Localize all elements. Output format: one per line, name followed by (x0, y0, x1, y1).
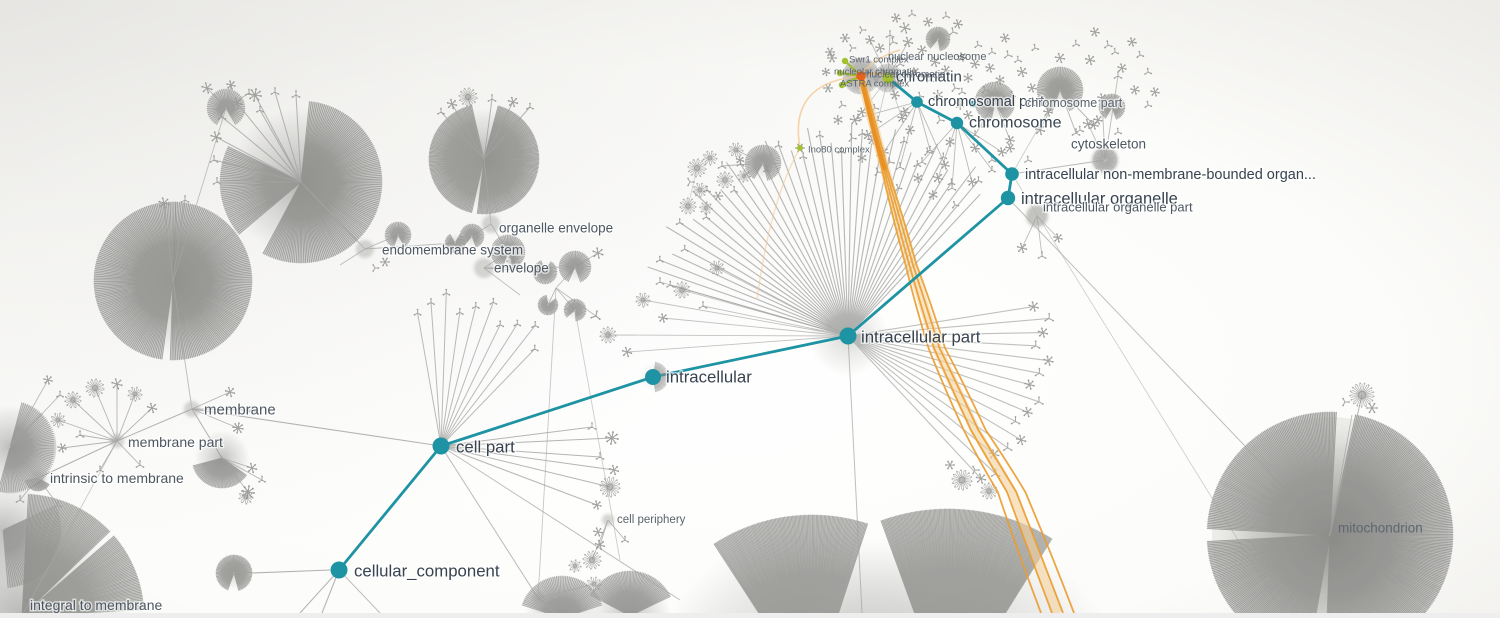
svg-text:nuclear nucleosome: nuclear nucleosome (888, 51, 986, 63)
svg-text:envelope: envelope (494, 261, 549, 276)
svg-text:Ino80 complex: Ino80 complex (808, 145, 870, 156)
svg-text:intracellular organelle: intracellular organelle (1021, 190, 1178, 208)
svg-text:membrane: membrane (204, 402, 276, 419)
svg-text:intracellular part: intracellular part (861, 328, 981, 347)
svg-text:chromosome part: chromosome part (1025, 96, 1123, 110)
svg-text:cell part: cell part (456, 438, 515, 457)
svg-text:nucleolar chromatin: nucleolar chromatin (834, 67, 917, 78)
svg-text:intracellular non-membrane-bou: intracellular non-membrane-bounded organ… (1025, 167, 1316, 183)
svg-text:membrane part: membrane part (128, 434, 223, 450)
svg-text:cytoskeleton: cytoskeleton (1071, 137, 1146, 152)
svg-text:Swr1 complex: Swr1 complex (849, 55, 909, 66)
svg-text:organelle envelope: organelle envelope (499, 221, 613, 236)
svg-text:chromosomal part: chromosomal part (928, 94, 1044, 110)
svg-text:endomembrane system: endomembrane system (382, 243, 523, 258)
svg-text:chromosome: chromosome (969, 115, 1062, 132)
svg-text:mitochondrion: mitochondrion (1338, 521, 1423, 536)
svg-text:cell periphery: cell periphery (617, 514, 686, 526)
svg-text:intracellular: intracellular (666, 368, 752, 387)
svg-text:intrinsic to membrane: intrinsic to membrane (50, 470, 184, 486)
svg-text:integral to membrane: integral to membrane (30, 597, 163, 613)
svg-text:cellular_component: cellular_component (354, 562, 500, 581)
svg-text:ASTRA complex: ASTRA complex (840, 79, 909, 90)
svg-text:intracellular organelle part: intracellular organelle part (1043, 200, 1193, 215)
svg-text:chromatin: chromatin (896, 69, 962, 86)
svg-text:nuclear chromatin: nuclear chromatin (866, 70, 945, 81)
